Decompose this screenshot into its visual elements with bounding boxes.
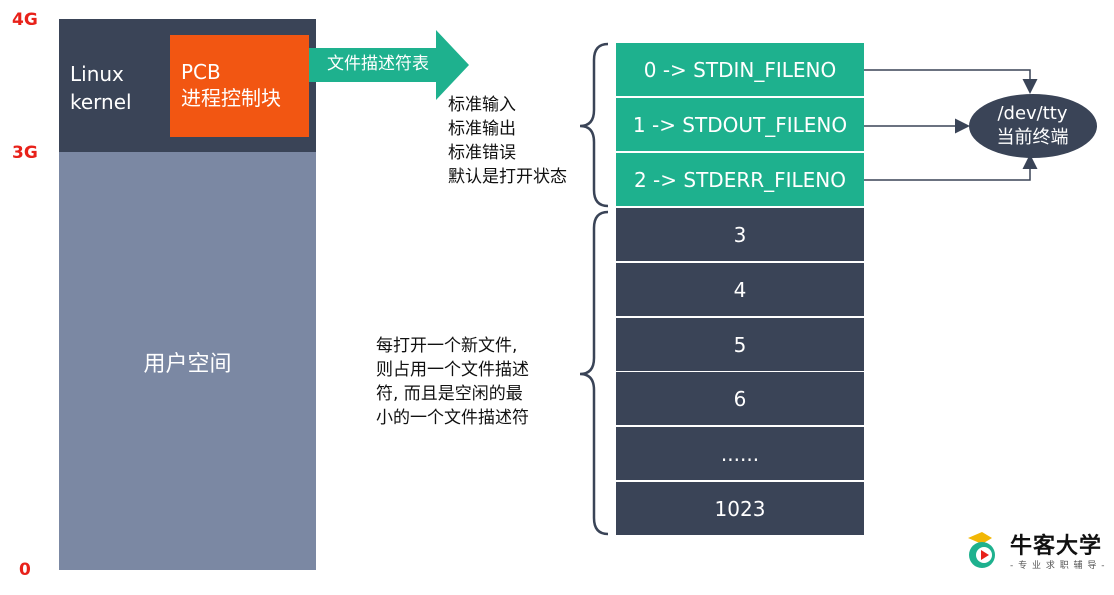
- fd-row-1023: 1023: [616, 482, 864, 535]
- brand-slogan: - 专 业 求 职 辅 导 -: [1010, 561, 1106, 571]
- brand-logo-icon: [968, 532, 995, 568]
- fd-row-6: 6: [616, 372, 864, 425]
- pcb-line2: 进程控制块: [181, 86, 281, 110]
- new-file-note-line: 每打开一个新文件,: [376, 336, 518, 356]
- stdin-connector: [864, 69, 1038, 94]
- new-file-note-line: 则占用一个文件描述: [376, 360, 529, 380]
- fd-row-3: 3: [616, 208, 864, 261]
- std-note-line: 标准输出: [448, 119, 516, 139]
- fd-row-ellipsis: ......: [616, 427, 864, 480]
- new-fd-brace: [579, 210, 609, 536]
- terminal-connectors: [864, 69, 1038, 181]
- brace-lines: [579, 42, 609, 536]
- kernel-space-label: Linux kernel: [70, 60, 132, 116]
- address-4g-label: 4G: [12, 10, 38, 30]
- fd-table-arrow: [309, 30, 469, 100]
- pcb-line1: PCB: [181, 60, 221, 84]
- kernel-label-line1: Linux: [70, 62, 124, 86]
- stderr-connector: [864, 154, 1038, 181]
- std-fd-brace: [579, 42, 609, 208]
- fd-table-arrow-label: 文件描述符表: [327, 54, 429, 74]
- std-note-line: 标准输入: [448, 95, 516, 115]
- user-space-block: [59, 152, 316, 570]
- std-note-line: 默认是打开状态: [448, 167, 567, 187]
- pcb-box: PCB 进程控制块: [170, 35, 309, 137]
- user-space-label: 用户空间: [143, 352, 232, 377]
- terminal-node: [969, 94, 1097, 158]
- terminal-line1: /dev/tty: [997, 103, 1068, 124]
- fd-row-stdout: 1 -> STDOUT_FILENO: [616, 98, 864, 151]
- address-3g-label: 3G: [12, 143, 38, 163]
- fd-row-4: 4: [616, 263, 864, 316]
- std-note-line: 标准错误: [448, 143, 516, 163]
- kernel-label-line2: kernel: [70, 90, 132, 114]
- terminal-label: /dev/tty 当前终端: [968, 102, 1097, 150]
- fd-row-stdin: 0 -> STDIN_FILENO: [616, 43, 864, 96]
- brand-name: 牛客大学: [1010, 534, 1103, 559]
- std-notes: 标准输入 标准输出 标准错误 默认是打开状态: [448, 93, 567, 189]
- terminal-line2: 当前终端: [996, 127, 1069, 148]
- address-0-label: 0: [19, 560, 31, 580]
- new-file-note-line: 小的一个文件描述符: [376, 408, 529, 428]
- new-file-note-line: 符, 而且是空闲的最: [376, 384, 523, 404]
- fd-row-stderr: 2 -> STDERR_FILENO: [616, 153, 864, 206]
- fd-row-5: 5: [616, 318, 864, 371]
- new-file-notes: 每打开一个新文件, 则占用一个文件描述 符, 而且是空闲的最 小的一个文件描述符: [376, 334, 529, 430]
